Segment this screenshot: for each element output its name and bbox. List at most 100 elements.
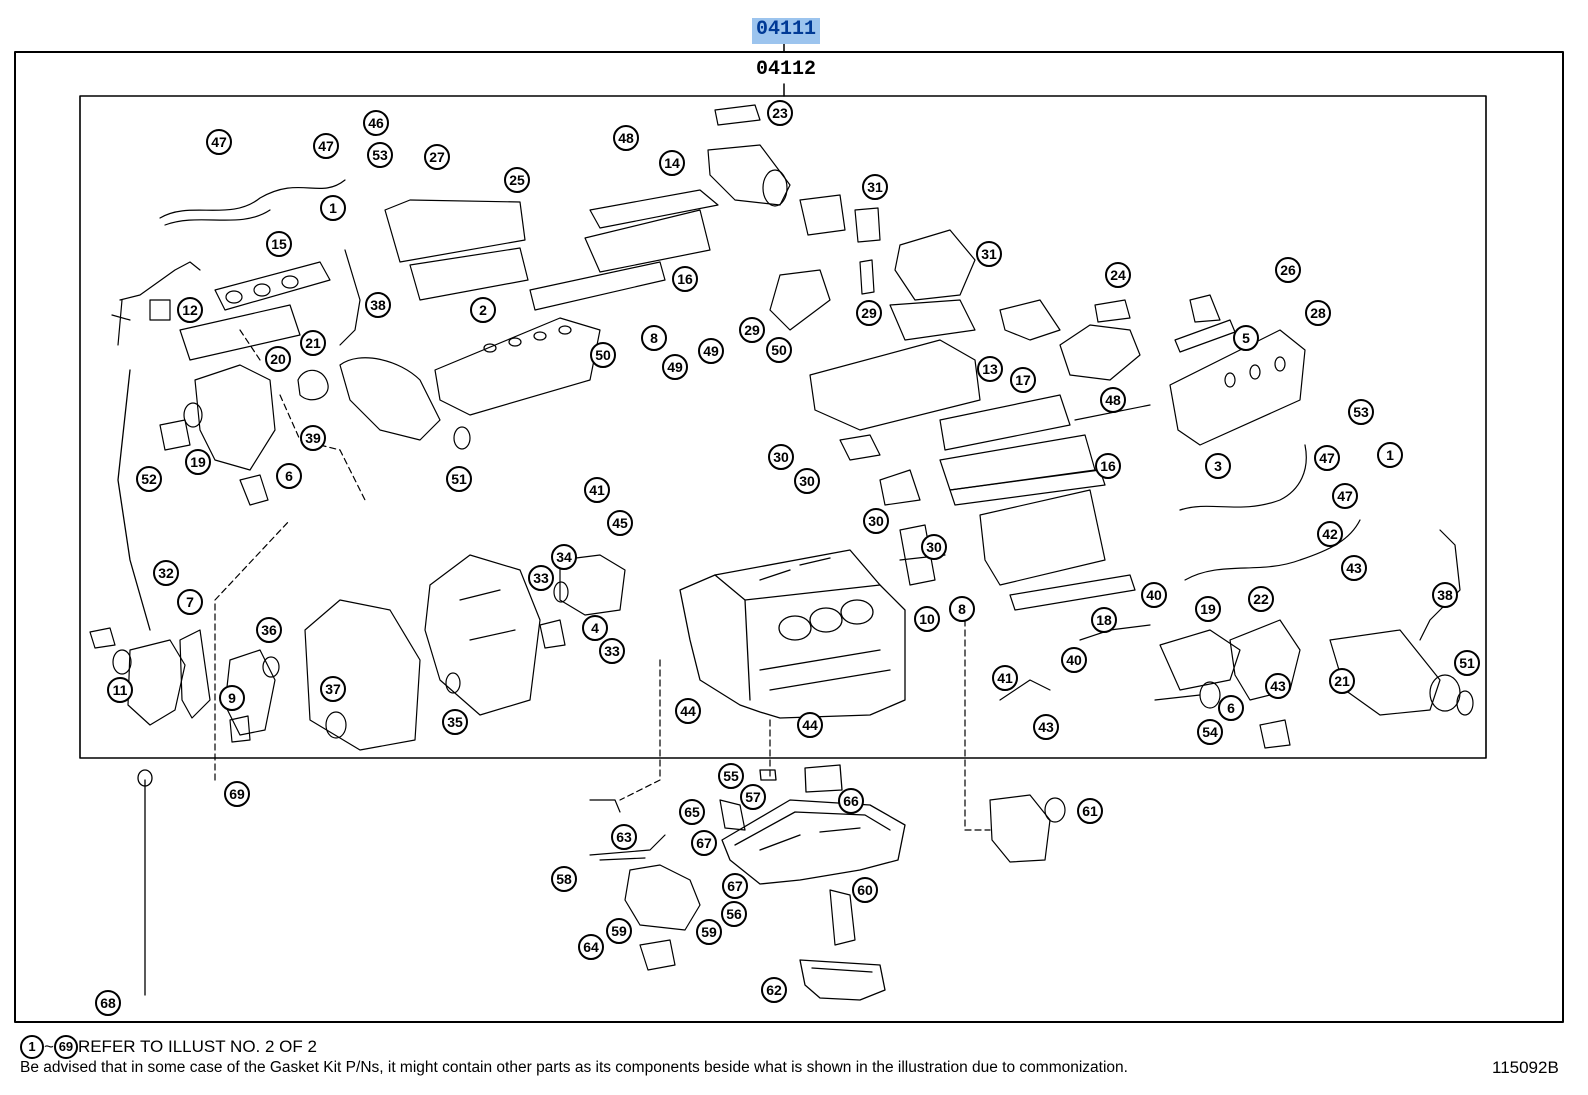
callout-37[interactable]: 37 [320, 676, 346, 702]
callout-49[interactable]: 49 [698, 338, 724, 364]
callout-64[interactable]: 64 [578, 934, 604, 960]
callout-55[interactable]: 55 [718, 763, 744, 789]
callout-44[interactable]: 44 [675, 698, 701, 724]
callout-38[interactable]: 38 [1432, 582, 1458, 608]
callout-19[interactable]: 19 [185, 449, 211, 475]
callout-20[interactable]: 20 [265, 346, 291, 372]
callout-47[interactable]: 47 [313, 133, 339, 159]
callout-61[interactable]: 61 [1077, 798, 1103, 824]
callout-40[interactable]: 40 [1141, 582, 1167, 608]
reference-dashes [214, 329, 991, 831]
group-code-04111[interactable]: 04111 [752, 18, 820, 44]
callout-53[interactable]: 53 [1348, 399, 1374, 425]
callout-36[interactable]: 36 [256, 617, 282, 643]
callout-24[interactable]: 24 [1105, 262, 1131, 288]
callout-67[interactable]: 67 [691, 830, 717, 856]
callout-8[interactable]: 8 [641, 325, 667, 351]
callout-44[interactable]: 44 [797, 712, 823, 738]
callout-7[interactable]: 7 [177, 589, 203, 615]
callout-14[interactable]: 14 [659, 150, 685, 176]
callout-65[interactable]: 65 [679, 799, 705, 825]
callout-15[interactable]: 15 [266, 231, 292, 257]
callout-33[interactable]: 33 [528, 565, 554, 591]
callout-39[interactable]: 39 [300, 425, 326, 451]
callout-2[interactable]: 2 [470, 297, 496, 323]
callout-56[interactable]: 56 [721, 901, 747, 927]
callout-43[interactable]: 43 [1033, 714, 1059, 740]
callout-4[interactable]: 4 [582, 615, 608, 641]
callout-30[interactable]: 30 [863, 508, 889, 534]
callout-59[interactable]: 59 [606, 918, 632, 944]
callout-63[interactable]: 63 [611, 824, 637, 850]
callout-41[interactable]: 41 [584, 477, 610, 503]
callout-40[interactable]: 40 [1061, 647, 1087, 673]
callout-30[interactable]: 30 [794, 468, 820, 494]
callout-1[interactable]: 1 [1377, 442, 1403, 468]
callout-25[interactable]: 25 [504, 167, 530, 193]
callout-6[interactable]: 6 [276, 463, 302, 489]
callout-23[interactable]: 23 [767, 100, 793, 126]
callout-43[interactable]: 43 [1265, 673, 1291, 699]
callout-60[interactable]: 60 [852, 877, 878, 903]
callout-30[interactable]: 30 [768, 444, 794, 470]
callout-38[interactable]: 38 [365, 292, 391, 318]
callout-1[interactable]: 1 [320, 195, 346, 221]
callout-16[interactable]: 16 [1095, 453, 1121, 479]
callout-68[interactable]: 68 [95, 990, 121, 1016]
callout-45[interactable]: 45 [607, 510, 633, 536]
callout-48[interactable]: 48 [613, 125, 639, 151]
callout-59[interactable]: 59 [696, 919, 722, 945]
callout-51[interactable]: 51 [446, 466, 472, 492]
callout-41[interactable]: 41 [992, 665, 1018, 691]
callout-50[interactable]: 50 [766, 337, 792, 363]
callout-5[interactable]: 5 [1233, 325, 1259, 351]
callout-18[interactable]: 18 [1091, 607, 1117, 633]
callout-33[interactable]: 33 [599, 638, 625, 664]
callout-35[interactable]: 35 [442, 709, 468, 735]
callout-29[interactable]: 29 [739, 317, 765, 343]
callout-54[interactable]: 54 [1197, 719, 1223, 745]
callout-49[interactable]: 49 [662, 354, 688, 380]
callout-58[interactable]: 58 [551, 866, 577, 892]
callout-67[interactable]: 67 [722, 873, 748, 899]
callout-47[interactable]: 47 [206, 129, 232, 155]
callout-3[interactable]: 3 [1205, 453, 1231, 479]
callout-21[interactable]: 21 [300, 330, 326, 356]
callout-46[interactable]: 46 [363, 110, 389, 136]
callout-66[interactable]: 66 [838, 788, 864, 814]
callout-69[interactable]: 69 [224, 781, 250, 807]
callout-52[interactable]: 52 [136, 466, 162, 492]
callout-8[interactable]: 8 [949, 596, 975, 622]
callout-48[interactable]: 48 [1100, 387, 1126, 413]
callout-9[interactable]: 9 [219, 685, 245, 711]
callout-12[interactable]: 12 [177, 297, 203, 323]
callout-27[interactable]: 27 [424, 144, 450, 170]
callout-57[interactable]: 57 [740, 784, 766, 810]
callout-29[interactable]: 29 [856, 300, 882, 326]
callout-16[interactable]: 16 [672, 266, 698, 292]
callout-42[interactable]: 42 [1317, 521, 1343, 547]
callout-13[interactable]: 13 [977, 356, 1003, 382]
callout-17[interactable]: 17 [1010, 367, 1036, 393]
callout-51[interactable]: 51 [1454, 650, 1480, 676]
callout-30[interactable]: 30 [921, 534, 947, 560]
callout-31[interactable]: 31 [862, 174, 888, 200]
callout-31[interactable]: 31 [976, 241, 1002, 267]
callout-19[interactable]: 19 [1195, 596, 1221, 622]
callout-10[interactable]: 10 [914, 606, 940, 632]
callout-6[interactable]: 6 [1218, 695, 1244, 721]
callout-50[interactable]: 50 [590, 342, 616, 368]
callout-53[interactable]: 53 [367, 142, 393, 168]
callout-62[interactable]: 62 [761, 977, 787, 1003]
callout-43[interactable]: 43 [1341, 555, 1367, 581]
callout-28[interactable]: 28 [1305, 300, 1331, 326]
callout-26[interactable]: 26 [1275, 257, 1301, 283]
callout-47[interactable]: 47 [1332, 483, 1358, 509]
callout-21[interactable]: 21 [1329, 668, 1355, 694]
group-code-04112[interactable]: 04112 [755, 58, 816, 81]
callout-34[interactable]: 34 [551, 544, 577, 570]
callout-22[interactable]: 22 [1248, 586, 1274, 612]
callout-11[interactable]: 11 [107, 677, 133, 703]
callout-32[interactable]: 32 [153, 560, 179, 586]
callout-47[interactable]: 47 [1314, 445, 1340, 471]
